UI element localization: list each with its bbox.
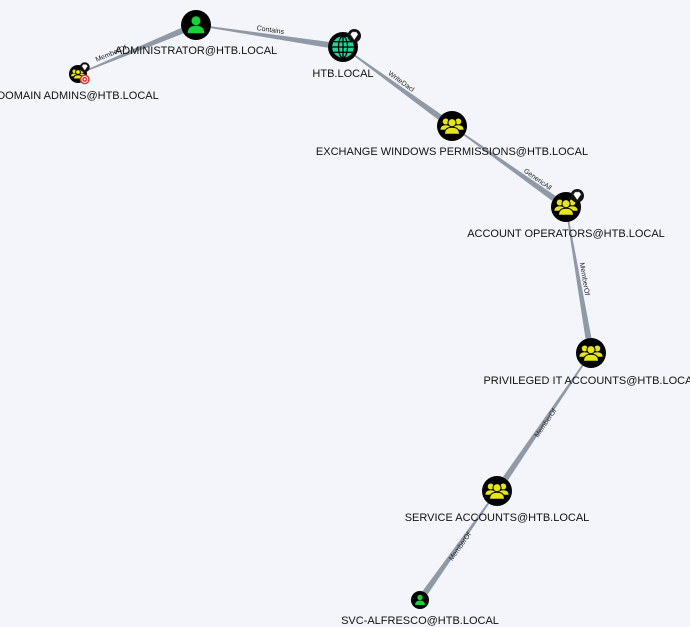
node-label: SERVICE ACCOUNTS@HTB.LOCAL bbox=[405, 512, 590, 524]
edge-memberof[interactable]: MemberOf bbox=[565, 206, 592, 339]
group-icon bbox=[437, 111, 467, 141]
edge-memberof[interactable]: MemberOf bbox=[422, 490, 498, 595]
node-da[interactable]: DOMAIN ADMINS@HTB.LOCAL bbox=[0, 62, 159, 102]
edge-line bbox=[502, 352, 592, 481]
group-icon bbox=[482, 476, 512, 506]
edge-memberof[interactable]: MemberOf bbox=[502, 352, 592, 481]
edge-line bbox=[565, 206, 592, 339]
node-pit[interactable]: PRIVILEGED IT ACCOUNTS@HTB.LOCAL bbox=[483, 338, 690, 387]
node-svc[interactable]: SVC-ALFRESCO@HTB.LOCAL bbox=[341, 591, 499, 627]
group-icon bbox=[576, 338, 606, 368]
node-admin[interactable]: ADMINISTRATOR@HTB.LOCAL bbox=[115, 10, 277, 57]
node-label: ACCOUNT OPERATORS@HTB.LOCAL bbox=[467, 228, 665, 240]
edge-line bbox=[422, 490, 498, 595]
node-htb[interactable]: HTB.LOCAL bbox=[312, 29, 374, 80]
edge-label: Contains bbox=[256, 25, 285, 36]
node-label: EXCHANGE WINDOWS PERMISSIONS@HTB.LOCAL bbox=[316, 146, 588, 158]
node-label: HTB.LOCAL bbox=[312, 68, 373, 80]
edge-genericall[interactable]: GenericAll bbox=[451, 125, 556, 201]
node-label: PRIVILEGED IT ACCOUNTS@HTB.LOCAL bbox=[483, 375, 690, 387]
user-icon bbox=[181, 10, 211, 40]
node-ao[interactable]: ACCOUNT OPERATORS@HTB.LOCAL bbox=[467, 189, 665, 240]
node-sa[interactable]: SERVICE ACCOUNTS@HTB.LOCAL bbox=[405, 476, 590, 524]
high-value-icon bbox=[347, 29, 361, 43]
node-label: SVC-ALFRESCO@HTB.LOCAL bbox=[341, 615, 499, 627]
user-icon bbox=[411, 591, 429, 609]
target-icon bbox=[79, 74, 90, 85]
node-label: ADMINISTRATOR@HTB.LOCAL bbox=[115, 45, 277, 57]
edge-label: MemberOf bbox=[534, 408, 558, 439]
node-label: DOMAIN ADMINS@HTB.LOCAL bbox=[0, 90, 159, 102]
edge-line bbox=[342, 46, 442, 120]
edge-contains[interactable]: Contains bbox=[195, 24, 329, 48]
edge-line bbox=[195, 24, 329, 48]
edge-label: MemberOf bbox=[448, 531, 473, 562]
high-value-icon bbox=[79, 62, 90, 73]
edge-line bbox=[451, 125, 556, 201]
edge-writedacl[interactable]: WriteDacl bbox=[342, 46, 442, 120]
edge-line bbox=[77, 27, 184, 75]
high-value-icon bbox=[570, 189, 584, 203]
node-ewp[interactable]: EXCHANGE WINDOWS PERMISSIONS@HTB.LOCAL bbox=[316, 111, 588, 158]
